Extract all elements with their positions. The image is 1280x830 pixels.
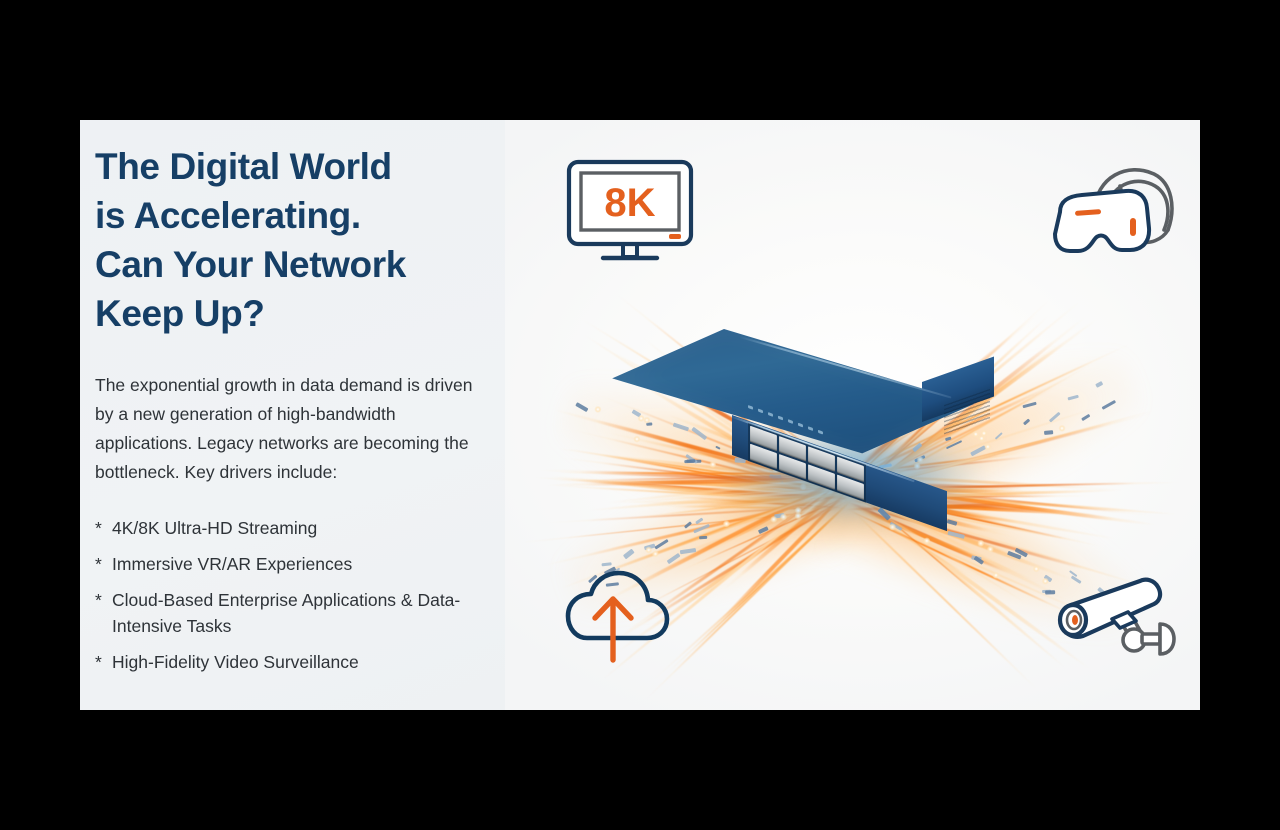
vr-headset-icon	[1042, 156, 1182, 266]
fiber-fleck	[644, 544, 656, 551]
switch-led	[797, 422, 803, 428]
cloud-upload-icon	[553, 564, 673, 664]
fiber-spark	[1031, 564, 1041, 574]
fiber-spark	[635, 414, 645, 424]
fiber-fleck	[1048, 411, 1061, 423]
list-item-label: Immersive VR/AR Experiences	[112, 554, 353, 574]
fiber-fleck	[683, 521, 692, 530]
fiber-fleck	[970, 555, 981, 561]
headline-line-4: Keep Up?	[95, 293, 265, 334]
text-panel: The Digital World is Accelerating. Can Y…	[80, 120, 505, 710]
fiber-strand	[845, 504, 1037, 690]
security-camera-icon	[1050, 564, 1178, 666]
fiber-fleck	[1014, 547, 1028, 558]
list-item-label: Cloud-Based Enterprise Applications & Da…	[112, 590, 461, 636]
fiber-spark	[641, 416, 651, 425]
network-switch-graphic	[611, 319, 998, 532]
fiber-fleck	[1100, 399, 1116, 410]
switch-led	[817, 429, 823, 435]
list-item: * 4K/8K Ultra-HD Streaming	[95, 515, 495, 541]
fiber-fleck	[683, 459, 701, 463]
fiber-fleck	[631, 408, 642, 418]
headline-line-3: Can Your Network	[95, 244, 406, 285]
bullet-marker-icon: *	[95, 652, 102, 672]
fiber-fleck	[691, 427, 708, 441]
fiber-spark	[991, 570, 1001, 580]
list-item-label: 4K/8K Ultra-HD Streaming	[112, 518, 318, 538]
headline-line-1: The Digital World	[95, 146, 392, 187]
fiber-fleck	[685, 453, 698, 464]
body-paragraph: The exponential growth in data demand is…	[95, 375, 473, 482]
fiber-fleck	[1006, 550, 1022, 560]
fiber-fleck	[685, 459, 695, 463]
fiber-fleck	[1022, 418, 1031, 426]
list-item: * High-Fidelity Video Surveillance	[95, 649, 495, 675]
fiber-fleck	[679, 548, 697, 555]
fiber-fleck	[1094, 380, 1103, 388]
fiber-fleck	[946, 531, 965, 540]
fiber-fleck	[621, 548, 634, 560]
fiber-fleck	[653, 538, 669, 550]
switch-led	[777, 415, 783, 421]
fiber-fleck	[574, 401, 589, 413]
switch-led	[807, 426, 813, 432]
fiber-fleck	[973, 556, 984, 565]
fiber-fleck	[645, 422, 652, 426]
slide-card: The Digital World is Accelerating. Can Y…	[80, 120, 1200, 710]
switch-led	[787, 419, 793, 424]
fiber-spark	[1040, 576, 1050, 586]
fiber-fleck	[671, 422, 689, 432]
fiber-spark	[593, 405, 603, 415]
fiber-spark	[631, 435, 641, 444]
illustration-panel: 8K	[505, 120, 1200, 710]
headline-line-2: is Accelerating.	[95, 195, 361, 236]
page-title: The Digital World is Accelerating. Can Y…	[95, 142, 495, 338]
fiber-spark	[976, 538, 986, 549]
list-item: * Immersive VR/AR Experiences	[95, 551, 495, 577]
fiber-fleck	[1021, 401, 1037, 409]
fiber-fleck	[1043, 429, 1054, 435]
monitor-resolution-label: 8K	[604, 181, 655, 225]
fiber-fleck	[695, 518, 704, 525]
switch-led	[767, 412, 773, 417]
switch-led	[747, 405, 753, 410]
bullet-marker-icon: *	[95, 590, 102, 610]
bullet-marker-icon: *	[95, 518, 102, 538]
fiber-fleck	[1081, 414, 1090, 421]
switch-led	[757, 408, 763, 414]
fiber-spark	[649, 549, 659, 559]
key-drivers-list: * 4K/8K Ultra-HD Streaming * Immersive V…	[95, 515, 495, 675]
fiber-fleck	[666, 553, 680, 564]
fiber-fleck	[699, 535, 708, 540]
fiber-spark	[1056, 423, 1066, 433]
fiber-spark	[921, 536, 931, 546]
bullet-marker-icon: *	[95, 554, 102, 574]
monitor-8k-icon: 8K	[565, 158, 695, 263]
list-item-label: High-Fidelity Video Surveillance	[112, 652, 359, 672]
fiber-spark	[985, 544, 995, 554]
fiber-fleck	[1066, 395, 1079, 401]
fiber-spark	[643, 545, 653, 555]
list-item: * Cloud-Based Enterprise Applications & …	[95, 587, 495, 639]
